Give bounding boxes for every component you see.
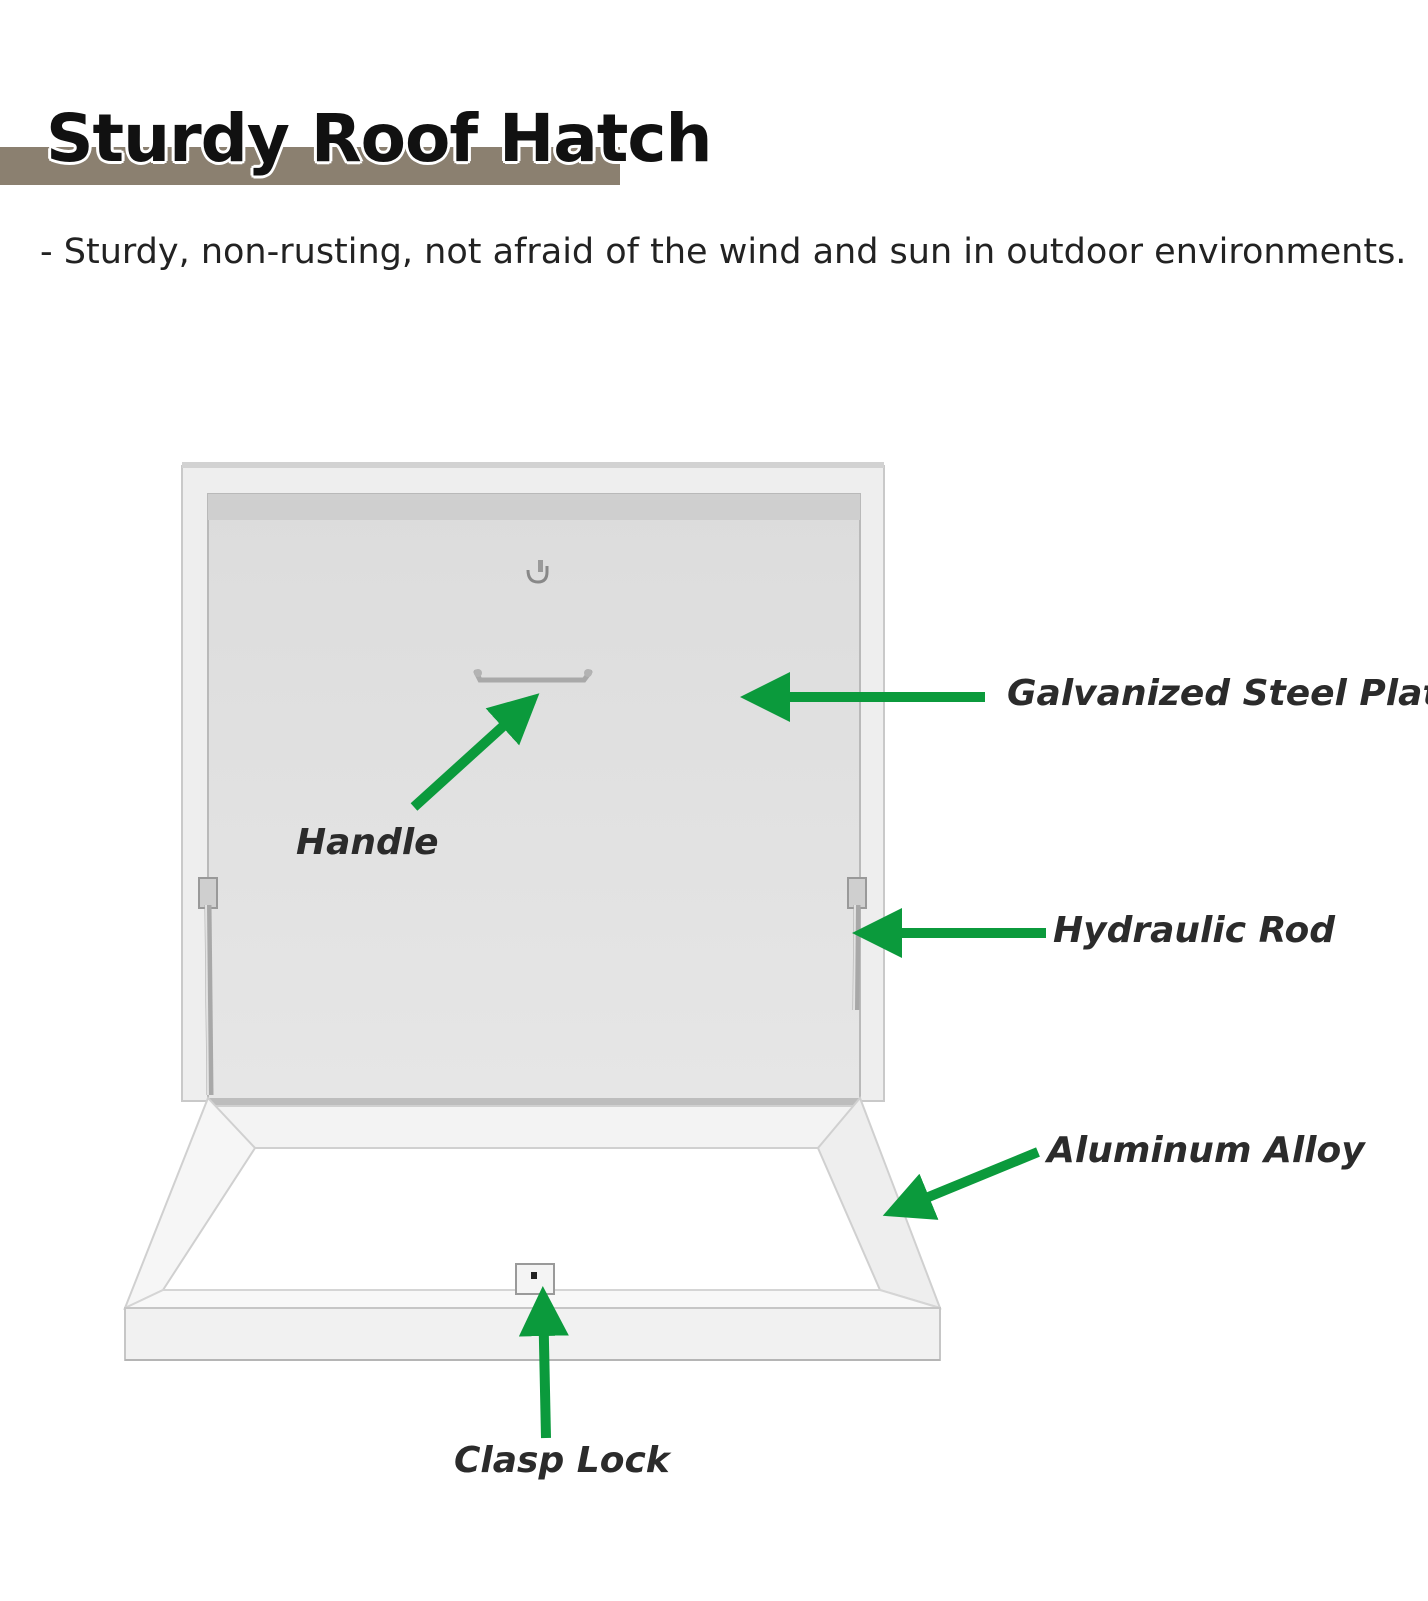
hatch-lid: [181, 462, 885, 1102]
lid-handle: [473, 669, 593, 683]
label-aluminum-alloy: Aluminum Alloy: [1047, 1130, 1365, 1171]
arrow-handle: [410, 693, 540, 811]
clasp-lock: [515, 1263, 555, 1295]
label-handle: Handle: [296, 822, 439, 863]
page-title: Sturdy Roof Hatch: [46, 100, 712, 177]
label-hydraulic-rod: Hydraulic Rod: [1053, 910, 1336, 951]
arrow-clasp-lock: [518, 1286, 569, 1439]
hydraulic-rod-left: [198, 877, 218, 1096]
lid-hook: [526, 560, 549, 584]
title-underline-bar: [0, 147, 620, 185]
page-subtitle: - Sturdy, non-rusting, not afraid of the…: [40, 232, 1407, 272]
arrow-aluminum-alloy: [882, 1147, 1040, 1220]
label-clasp-lock: Clasp Lock: [454, 1440, 670, 1481]
callout-arrows: [410, 672, 1046, 1439]
aluminum-frame: [123, 1096, 942, 1361]
label-galvanized-steel-plate: Galvanized Steel Plate: [1007, 673, 1428, 714]
